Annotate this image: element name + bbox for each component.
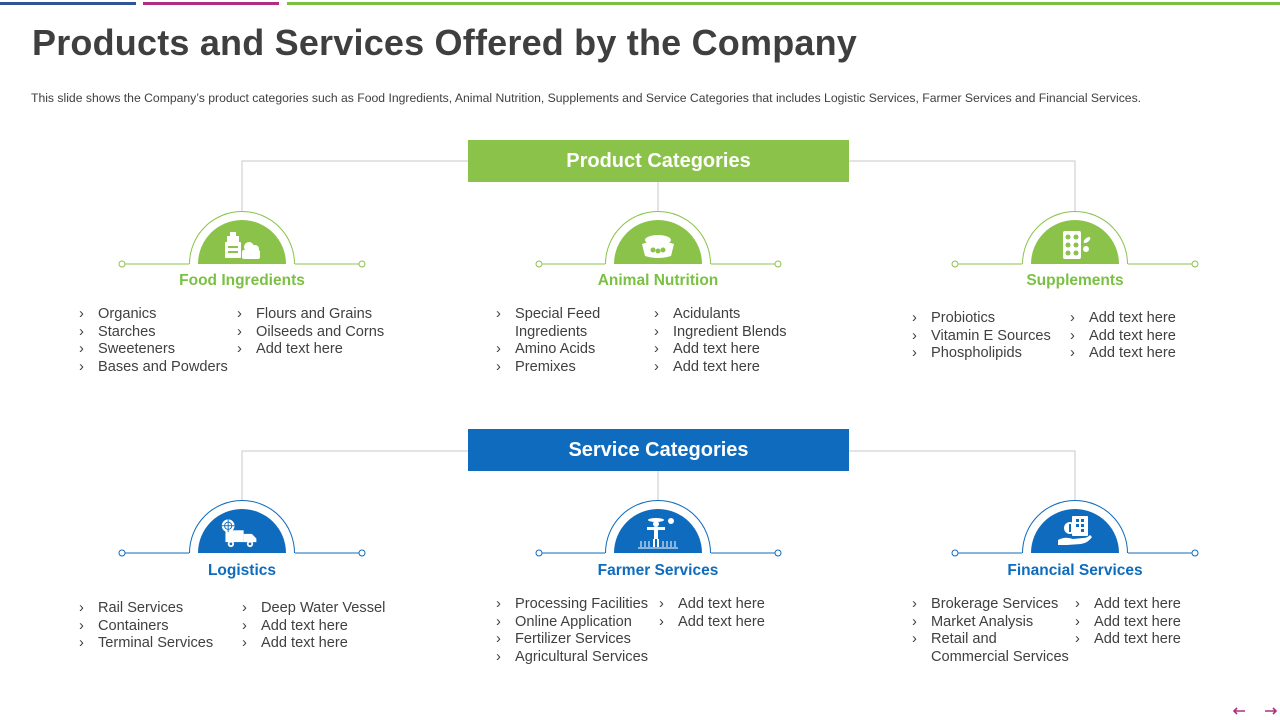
top-accent-bar-magenta: [143, 2, 279, 5]
list-item: Add text here: [654, 359, 814, 377]
list-item: Fertilizer Services: [496, 631, 661, 649]
list-item: Deep Water Vessel: [242, 600, 407, 618]
list-item: Special Feed Ingredients: [496, 306, 646, 341]
financial-services-list-2: Add text here Add text here Add text her…: [1075, 596, 1225, 649]
food-ingredients-label: Food Ingredients: [179, 272, 305, 289]
farmer-services-label: Farmer Services: [597, 562, 719, 579]
list-item: Add text here: [1075, 596, 1225, 614]
list-item: Add text here: [659, 614, 809, 632]
list-item: Brokerage Services: [912, 596, 1072, 614]
list-item: Ingredient Blends: [654, 324, 814, 342]
list-item: Add text here: [659, 596, 809, 614]
list-item: Oilseeds and Corns: [237, 324, 397, 342]
list-item: Add text here: [1075, 631, 1225, 649]
list-item: Add text here: [1070, 310, 1220, 328]
animal-nutrition-list-1: Special Feed Ingredients Amino Acids Pre…: [496, 306, 646, 377]
list-item: Add text here: [1075, 614, 1225, 632]
list-item: Sweeteners: [79, 341, 234, 359]
list-item: Retail and Commercial Services: [912, 631, 1071, 666]
supplements-list-1: Probiotics Vitamin E Sources Phospholipi…: [912, 310, 1067, 363]
feed-bowl-icon: [642, 235, 674, 258]
truck-globe-icon: [221, 519, 257, 548]
list-item: Amino Acids: [496, 341, 646, 359]
animal-nutrition-list-2: Acidulants Ingredient Blends Add text he…: [654, 306, 814, 377]
previous-slide-arrow-icon[interactable]: [1232, 706, 1246, 716]
list-item: Terminal Services: [79, 635, 239, 653]
list-item: Bases and Powders: [79, 359, 234, 377]
animal-nutrition-label: Animal Nutrition: [597, 272, 719, 289]
money-hand-icon: [1058, 516, 1092, 545]
list-item: Starches: [79, 324, 234, 342]
logistics-list-2: Deep Water Vessel Add text here Add text…: [242, 600, 407, 653]
list-item: Add text here: [242, 618, 407, 636]
farmer-services-list-1: Processing Facilities Online Application…: [496, 596, 661, 667]
pills-icon: [1063, 231, 1091, 259]
list-item: Containers: [79, 618, 239, 636]
list-item: Online Application: [496, 614, 661, 632]
farmer-icon: [638, 518, 678, 549]
supplements-list-2: Add text here Add text here Add text her…: [1070, 310, 1220, 363]
list-item: Acidulants: [654, 306, 814, 324]
next-slide-arrow-icon[interactable]: [1264, 706, 1278, 716]
list-item: Flours and Grains: [237, 306, 397, 324]
logistics-label: Logistics: [207, 562, 277, 579]
list-item: Market Analysis: [912, 614, 1072, 632]
list-item: Add text here: [1070, 345, 1220, 363]
food-basket-icon: [225, 232, 260, 259]
list-item: Organics: [79, 306, 234, 324]
page-subtitle: This slide shows the Company’s product c…: [31, 91, 1142, 105]
food-ingredients-list-1: Organics Starches Sweeteners Bases and P…: [79, 306, 234, 377]
list-item: Add text here: [237, 341, 397, 359]
top-accent-bar-green: [287, 2, 1280, 5]
food-ingredients-list-2: Flours and Grains Oilseeds and Corns Add…: [237, 306, 397, 359]
product-categories-header: Product Categories: [468, 140, 849, 182]
financial-services-list-1: Brokerage Services Market Analysis Retai…: [912, 596, 1072, 667]
list-item: Processing Facilities: [496, 596, 661, 614]
list-item: Rail Services: [79, 600, 239, 618]
farmer-services-list-2: Add text here Add text here: [659, 596, 809, 631]
list-item: Agricultural Services: [496, 649, 661, 667]
list-item: Phospholipids: [912, 345, 1067, 363]
list-item: Probiotics: [912, 310, 1067, 328]
supplements-label: Supplements: [1026, 272, 1124, 289]
page-title: Products and Services Offered by the Com…: [32, 22, 858, 63]
list-item: Add text here: [242, 635, 407, 653]
service-categories-header: Service Categories: [468, 429, 849, 471]
list-item: Vitamin E Sources: [912, 328, 1067, 346]
top-accent-bar-blue: [0, 2, 136, 5]
logistics-list-1: Rail Services Containers Terminal Servic…: [79, 600, 239, 653]
list-item: Add text here: [654, 341, 814, 359]
list-item: Premixes: [496, 359, 646, 377]
list-item: Add text here: [1070, 328, 1220, 346]
financial-services-label: Financial Services: [1007, 562, 1143, 579]
